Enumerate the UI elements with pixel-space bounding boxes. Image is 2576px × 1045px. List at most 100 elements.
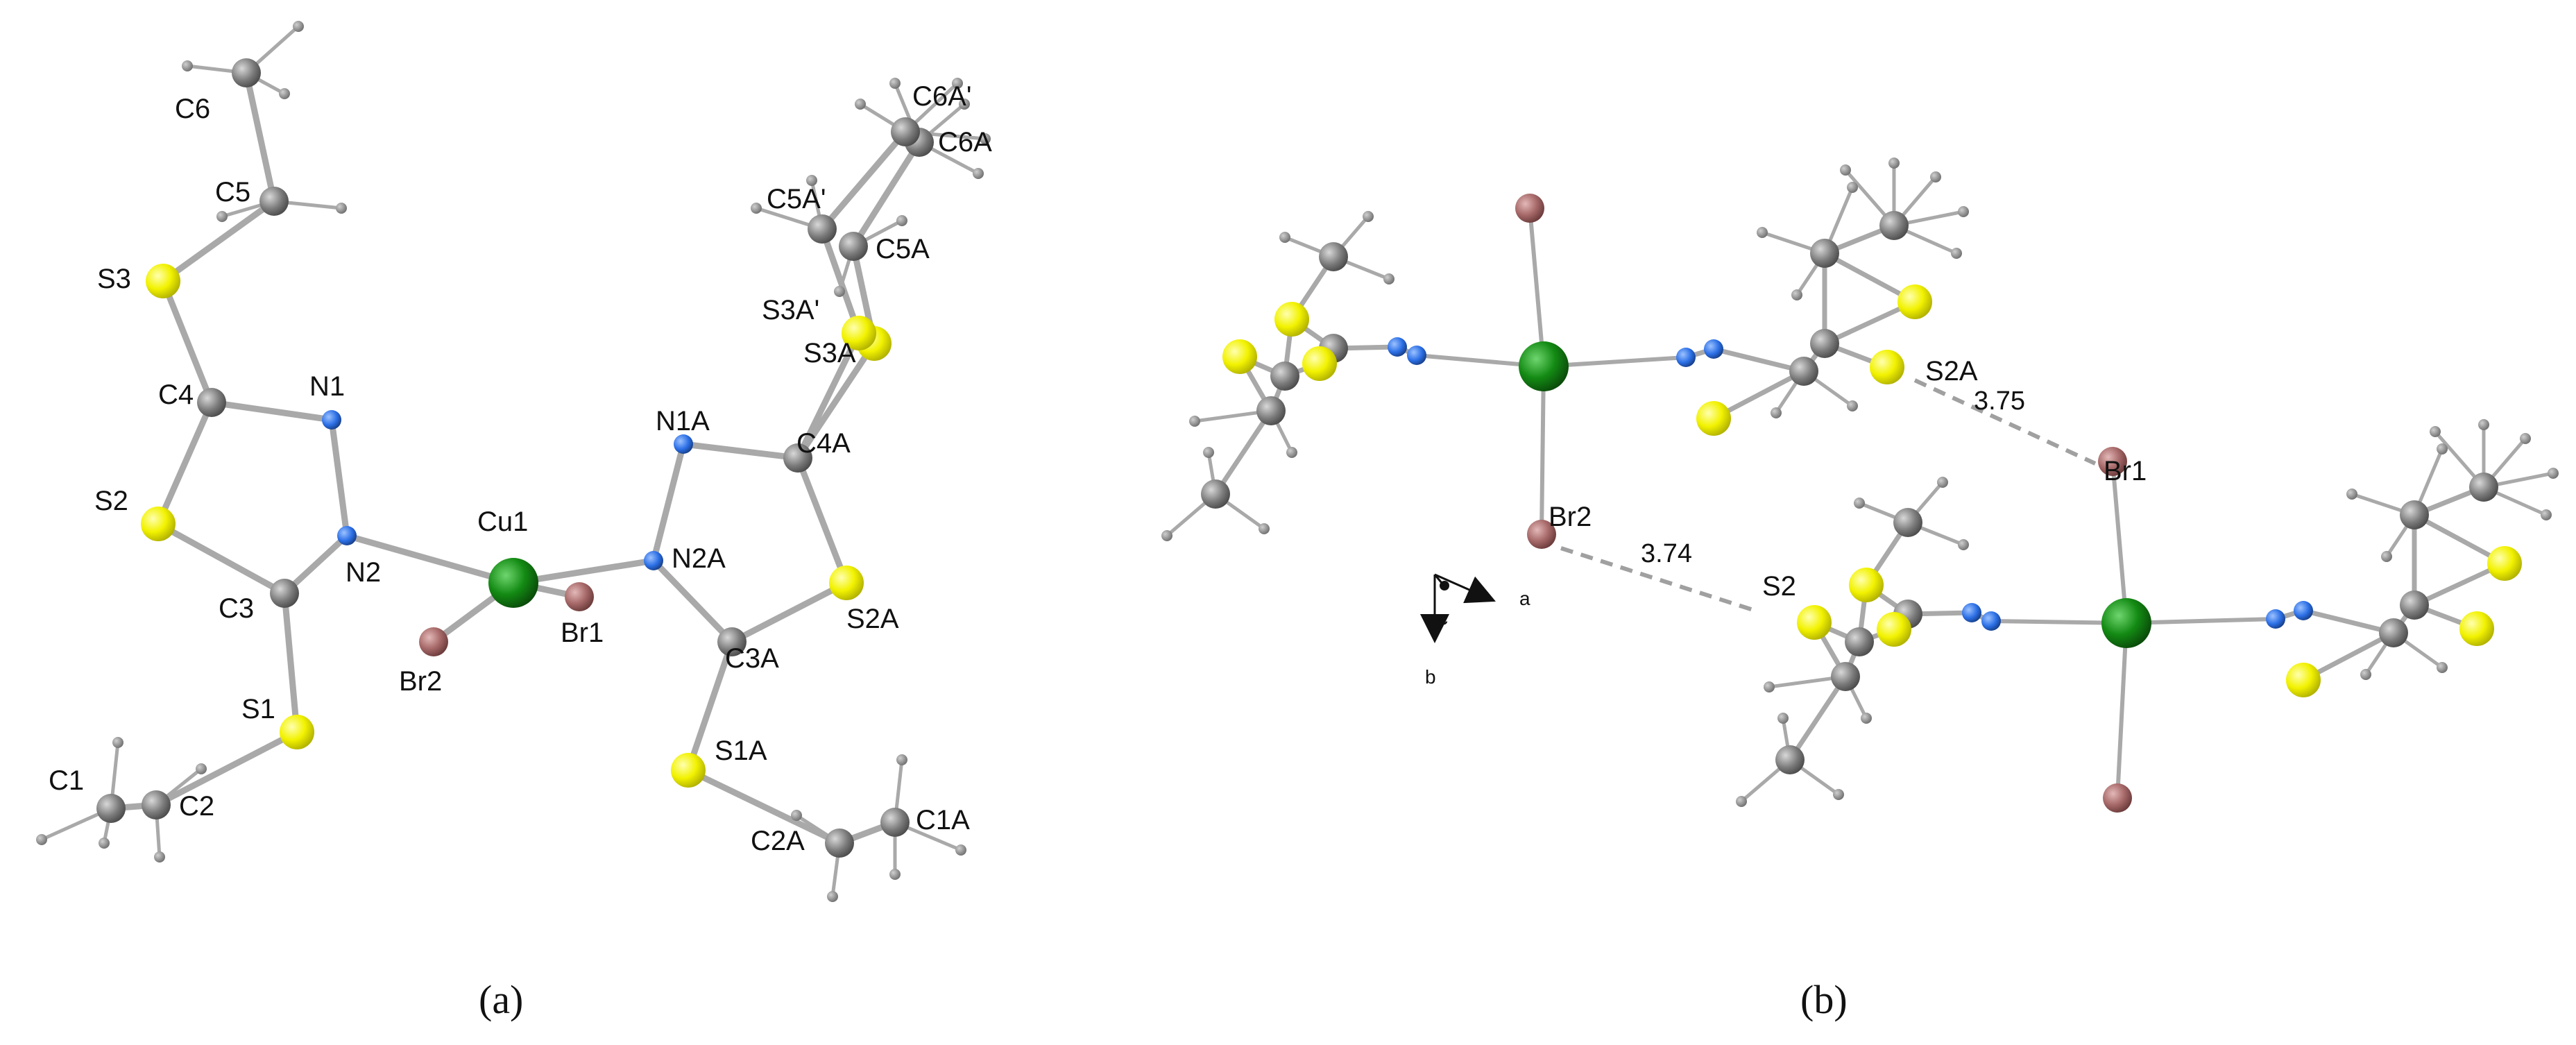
axis-c-label: c bbox=[1438, 607, 1448, 629]
h-c5a-1 bbox=[896, 215, 907, 226]
h-c5ap-2 bbox=[806, 175, 817, 186]
h-c6a-2 bbox=[959, 99, 970, 110]
lower-right-h1 bbox=[2360, 669, 2371, 680]
contact-distance-lower: 3.74 bbox=[1641, 539, 1692, 568]
panel-a-atom-labels: C6 C5 S3 C4 N1 S2 N2 C3 Cu1 Br1 Br2 S1 C… bbox=[49, 81, 992, 856]
axis-c-arrow bbox=[1433, 574, 1443, 584]
upper-right-h2 bbox=[1847, 400, 1858, 411]
atom-lower-left-cb bbox=[1845, 627, 1874, 656]
axis-a-arrow bbox=[1434, 573, 1496, 604]
bond bbox=[343, 532, 517, 586]
atom-lower-right-sa bbox=[2286, 663, 2321, 697]
bond bbox=[819, 128, 909, 232]
axis-b-label: b bbox=[1425, 666, 1436, 688]
bond-layer bbox=[40, 24, 2555, 899]
h-c1-2 bbox=[112, 737, 123, 748]
lower-left-h6 bbox=[1736, 796, 1747, 807]
bond bbox=[155, 399, 215, 527]
lower-right-h5 bbox=[2381, 551, 2392, 562]
upper-left-h1 bbox=[1363, 211, 1374, 222]
bond bbox=[650, 557, 735, 645]
contact-br2-s2 bbox=[1560, 546, 1756, 613]
atom-cu-upper bbox=[1519, 341, 1569, 391]
atom-c3a bbox=[717, 627, 747, 656]
atom-cu-lower bbox=[2101, 598, 2151, 648]
atom-n1a bbox=[674, 434, 693, 454]
atom-br1 bbox=[565, 582, 594, 611]
bond bbox=[1528, 206, 1546, 368]
atom-br-upper-bottom bbox=[1527, 520, 1556, 549]
atom-upper-right-sc bbox=[1897, 284, 1932, 319]
upper-right-h3 bbox=[1757, 227, 1768, 238]
atom-lower-left-cx bbox=[1893, 508, 1922, 537]
atom-upper-left-n bbox=[1407, 346, 1426, 365]
bond bbox=[208, 399, 335, 423]
atom-upper-left-cb bbox=[1270, 362, 1299, 391]
atom-n1 bbox=[322, 410, 341, 430]
label-s3a: S3A bbox=[803, 338, 856, 368]
atom-upper-right-sb bbox=[1870, 350, 1904, 384]
label-s3: S3 bbox=[97, 264, 131, 294]
label-b-s2: S2 bbox=[1762, 571, 1796, 602]
atom-br2 bbox=[419, 627, 448, 656]
atom-lower-left-sb bbox=[1877, 612, 1911, 647]
lower-left-h5 bbox=[1764, 681, 1775, 693]
label-s1: S1 bbox=[241, 694, 275, 724]
atom-lower-right-sb bbox=[2459, 611, 2494, 646]
axis-a-label: a bbox=[1519, 588, 1530, 609]
atom-c5a-prime bbox=[808, 214, 837, 244]
label-s2: S2 bbox=[94, 486, 128, 516]
label-n1a: N1A bbox=[656, 406, 710, 436]
lower-left-h7 bbox=[1833, 789, 1844, 800]
h-c2-1 bbox=[154, 851, 165, 863]
h-c6ap-3 bbox=[980, 133, 991, 144]
bond bbox=[850, 139, 923, 250]
atom-br-lower-top bbox=[2098, 447, 2127, 476]
lower-left-h2 bbox=[1854, 498, 1865, 509]
atom-lower-right-cx bbox=[2400, 500, 2429, 529]
atom-s1a bbox=[671, 753, 706, 788]
label-cu1: Cu1 bbox=[477, 507, 528, 537]
label-s2a: S2A bbox=[846, 604, 899, 634]
h-c6ap-1 bbox=[952, 78, 963, 89]
bond bbox=[1213, 408, 1274, 497]
upper-right-h10 bbox=[1958, 206, 1969, 217]
lower-right-h4 bbox=[2437, 443, 2448, 454]
h-c1a-2 bbox=[896, 754, 907, 765]
bond bbox=[685, 767, 843, 847]
upper-left-h2 bbox=[1279, 232, 1290, 243]
atom-upper-right-cb bbox=[1810, 329, 1839, 358]
bond bbox=[281, 590, 300, 736]
axis-c-dot bbox=[1440, 581, 1449, 591]
atom-s1 bbox=[280, 715, 314, 749]
label-c2a: C2A bbox=[751, 826, 805, 856]
upper-left-h7 bbox=[1259, 523, 1270, 534]
label-br2: Br2 bbox=[399, 666, 442, 697]
label-b-br2: Br2 bbox=[1549, 502, 1592, 532]
atom-lower-right-ca bbox=[2379, 618, 2408, 647]
atom-upper-right-cy bbox=[1879, 211, 1909, 240]
atom-lower-left-cz bbox=[1775, 745, 1805, 774]
atom-upper-left-sa bbox=[1274, 302, 1309, 337]
atom-br-lower-bottom bbox=[2103, 783, 2132, 813]
h-c2a-2 bbox=[791, 810, 802, 821]
h-c1a-1 bbox=[955, 844, 966, 856]
atom-lower-right-cy bbox=[2469, 473, 2498, 502]
atom-upper-right-n bbox=[1676, 348, 1696, 367]
bond bbox=[243, 69, 278, 205]
h-c6-2 bbox=[293, 21, 304, 32]
lower-left-h8 bbox=[1777, 713, 1789, 724]
atom-lower-right-n bbox=[2266, 609, 2285, 629]
upper-right-h6 bbox=[1951, 248, 1962, 259]
atom-lower-right-cb bbox=[2400, 591, 2429, 620]
atom-lower-left-sc bbox=[1797, 605, 1832, 640]
label-n2: N2 bbox=[346, 557, 381, 588]
upper-left-h3 bbox=[1383, 273, 1394, 284]
panel-b-label: (b) bbox=[1800, 977, 1848, 1022]
upper-right-h9 bbox=[1840, 164, 1851, 176]
bond bbox=[685, 638, 735, 774]
lower-right-h7 bbox=[2520, 433, 2531, 444]
atom-upper-right-sa bbox=[1696, 401, 1731, 436]
bond bbox=[2115, 621, 2129, 800]
bond bbox=[328, 416, 350, 539]
